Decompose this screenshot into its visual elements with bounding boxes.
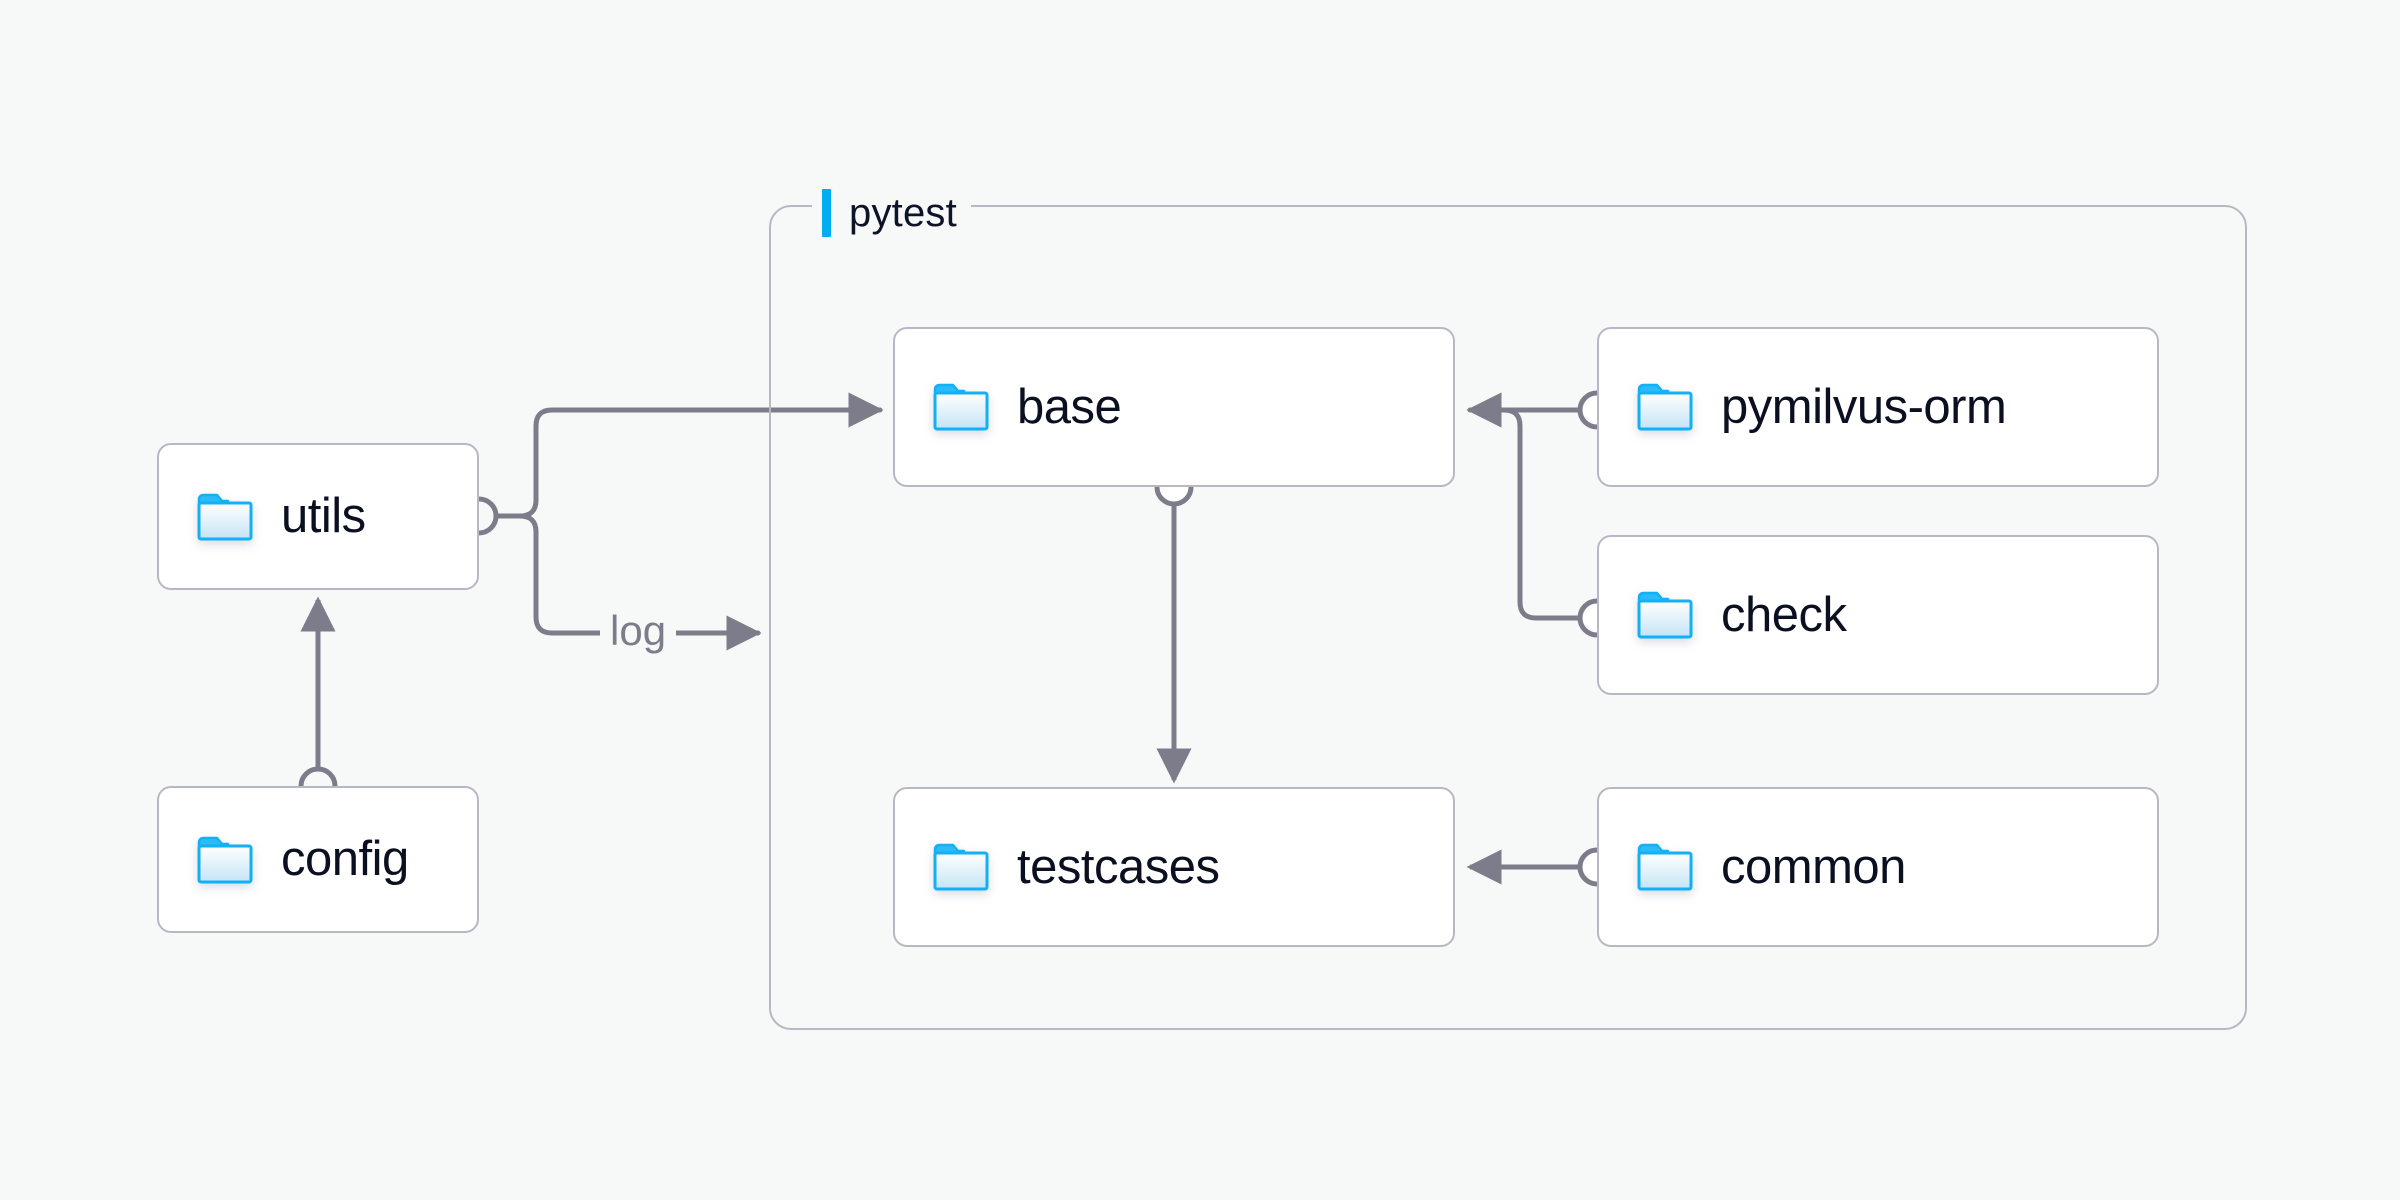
node-label: pymilvus-orm	[1721, 379, 2007, 434]
node-base[interactable]: base	[893, 327, 1455, 487]
node-label: config	[281, 832, 409, 886]
node-common[interactable]: common	[1597, 787, 2159, 947]
edge-label-log: log	[600, 610, 677, 652]
node-label: base	[1017, 379, 1122, 434]
node-pymilvus-orm[interactable]: pymilvus-orm	[1597, 327, 2159, 487]
node-label: common	[1721, 839, 1906, 894]
group-accent-bar	[822, 189, 831, 237]
node-label: testcases	[1017, 839, 1220, 894]
folder-icon	[1637, 843, 1693, 891]
folder-icon	[1637, 383, 1693, 431]
group-pytest-label: pytest	[812, 185, 971, 241]
folder-icon	[1637, 591, 1693, 639]
folder-icon	[197, 836, 253, 883]
group-title-text: pytest	[849, 190, 957, 235]
folder-icon	[933, 383, 989, 431]
node-label: check	[1721, 587, 1847, 642]
node-utils[interactable]: utils	[157, 443, 479, 590]
folder-icon	[933, 843, 989, 891]
node-config[interactable]: config	[157, 786, 479, 933]
edge-config-to-utils	[298, 596, 338, 806]
group-pytest[interactable]	[769, 205, 2247, 1030]
node-testcases[interactable]: testcases	[893, 787, 1455, 947]
node-label: utils	[281, 489, 366, 543]
node-check[interactable]: check	[1597, 535, 2159, 695]
folder-icon	[197, 493, 253, 540]
